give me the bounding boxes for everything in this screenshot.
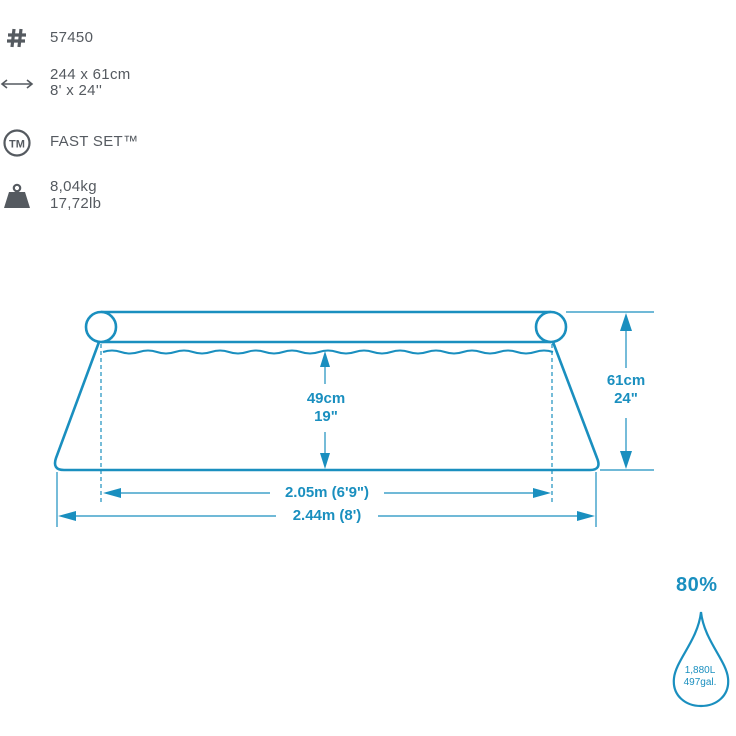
capacity-gallons: 497gal. (683, 677, 717, 688)
trademark-icon: TM (0, 128, 34, 158)
hash-icon (0, 28, 34, 48)
water-depth-label: 49cm 19" (300, 390, 352, 426)
model-number: 57450 (50, 29, 94, 46)
inner-width-label: 2.05m (6'9") (274, 484, 380, 502)
pool-height-label: 61cm 24" (600, 372, 652, 408)
pool-height-imperial: 24" (614, 390, 638, 407)
water-depth-metric: 49cm (306, 390, 346, 407)
fast-set-label: FAST SET™ (50, 133, 139, 150)
pool-height-metric: 61cm (606, 372, 646, 389)
water-depth-imperial: 19" (314, 408, 338, 425)
svg-text:TM: TM (9, 139, 25, 151)
weight-lb: 17,72lb (50, 195, 102, 212)
water-drop-icon (672, 611, 730, 708)
capacity-liters: 1,880L (684, 665, 716, 676)
capacity-volume: 1,880L 497gal. (674, 665, 726, 689)
double-arrow-icon (0, 79, 34, 89)
fill-percent: 80% (676, 574, 718, 596)
dimensions-imperial: 8' x 24'' (50, 82, 103, 99)
dimensions-metric: 244 x 61cm (50, 66, 131, 83)
outer-width-label: 2.44m (8') (280, 507, 374, 525)
weight-icon (0, 183, 34, 209)
weight-kg: 8,04kg (50, 178, 97, 195)
